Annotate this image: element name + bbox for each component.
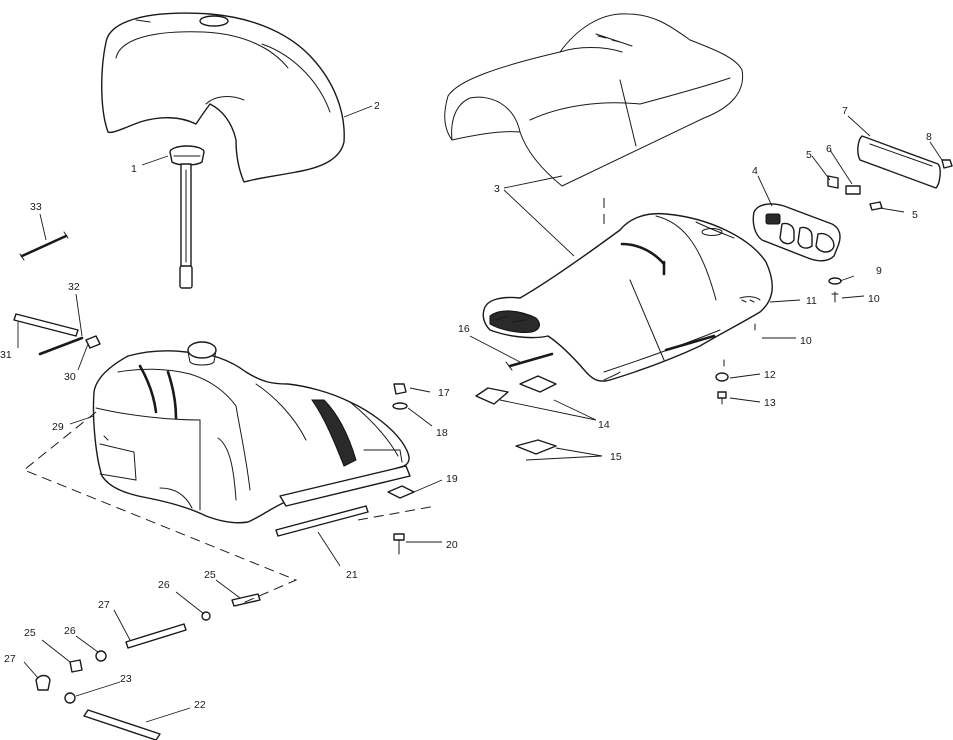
callout-9: 9: [876, 265, 882, 277]
callout-2: 2: [374, 100, 380, 112]
callout-15: 15: [610, 451, 622, 463]
strap-part-16: [505, 352, 554, 371]
screw-part-8: [941, 159, 953, 169]
decals-part-14-15: [475, 375, 557, 455]
callout-labels: 1 2 3 4 5 5 6 7 8 9 10 10 11 12 13 14 15…: [0, 100, 932, 711]
fuel-sender-part-1: [169, 145, 205, 289]
callout-5a: 5: [806, 149, 812, 161]
callout-22: 22: [194, 699, 206, 711]
callout-1: 1: [131, 163, 137, 175]
callout-3: 3: [494, 183, 500, 195]
callout-23: 23: [120, 673, 132, 685]
callout-6: 6: [826, 143, 832, 155]
callout-30: 30: [64, 371, 76, 383]
tank-cover-part-2: [101, 12, 345, 183]
callout-13: 13: [764, 397, 776, 409]
callout-8: 8: [926, 131, 932, 143]
callout-11: 11: [806, 295, 817, 307]
dashed-alignment-lines: [23, 198, 605, 607]
leader-lines: [17, 105, 943, 723]
hardware-parts-12-13: [715, 359, 729, 405]
callout-27b: 27: [4, 653, 16, 665]
seat-upper-part-3: [444, 13, 744, 187]
lower-hardware-22-27: [35, 593, 261, 740]
callout-7: 7: [842, 105, 848, 117]
callout-26a: 26: [64, 625, 76, 637]
callout-25a: 25: [24, 627, 36, 639]
strap-part-21: [275, 505, 369, 537]
callout-31: 31: [0, 349, 12, 361]
callout-10a: 10: [868, 293, 880, 305]
callout-10b: 10: [800, 335, 812, 347]
callout-29: 29: [52, 421, 64, 433]
callout-26b: 26: [158, 579, 170, 591]
hoses-straps-31-33: [13, 231, 101, 356]
callout-17: 17: [438, 387, 450, 399]
callout-4: 4: [752, 165, 758, 177]
callout-21: 21: [346, 569, 358, 581]
callout-16: 16: [458, 323, 470, 335]
callout-12: 12: [764, 369, 776, 381]
callout-19: 19: [446, 473, 458, 485]
callout-32: 32: [68, 281, 80, 293]
bulb-parts-5-6: [827, 175, 883, 211]
tank-hardware-17-20: [387, 383, 415, 555]
callout-27a: 27: [98, 599, 110, 611]
lens-part-7: [857, 135, 941, 189]
taillight-part-4: [752, 203, 841, 262]
fuel-tank-part-29: [92, 341, 411, 524]
seat-assembly: [482, 212, 773, 382]
callout-18: 18: [436, 427, 448, 439]
callout-25b: 25: [204, 569, 216, 581]
hardware-parts-9-10: [754, 277, 842, 331]
callout-5b: 5: [912, 209, 918, 221]
callout-33: 33: [30, 201, 42, 213]
callout-14: 14: [598, 419, 610, 431]
callout-20: 20: [446, 539, 458, 551]
